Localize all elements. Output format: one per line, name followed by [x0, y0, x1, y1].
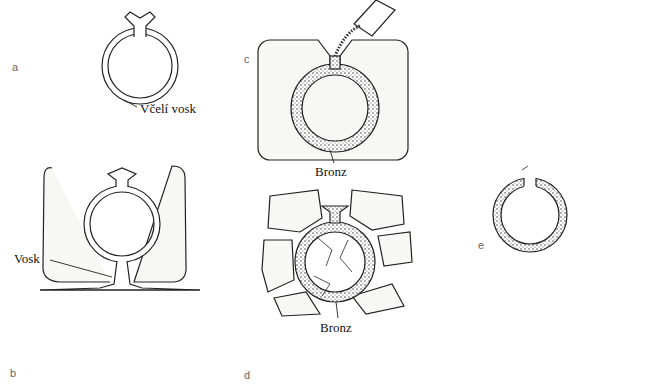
panel-letter: b: [10, 368, 16, 379]
panel-letter: a: [12, 62, 18, 73]
panel-letter: d: [244, 370, 250, 381]
wax-ring: [102, 12, 178, 107]
pouring-mold: [258, 0, 408, 163]
part-label: Bronz: [315, 165, 347, 178]
broken-mold: [262, 190, 412, 318]
bronze-ring: [493, 166, 567, 252]
panel-letter: e: [478, 240, 484, 251]
part-label: Bronz: [320, 321, 352, 334]
part-label: Včelí vosk: [140, 102, 196, 115]
part-label: Vosk: [14, 252, 40, 265]
investment-mold: [40, 166, 200, 290]
panel-letter: c: [244, 54, 250, 65]
